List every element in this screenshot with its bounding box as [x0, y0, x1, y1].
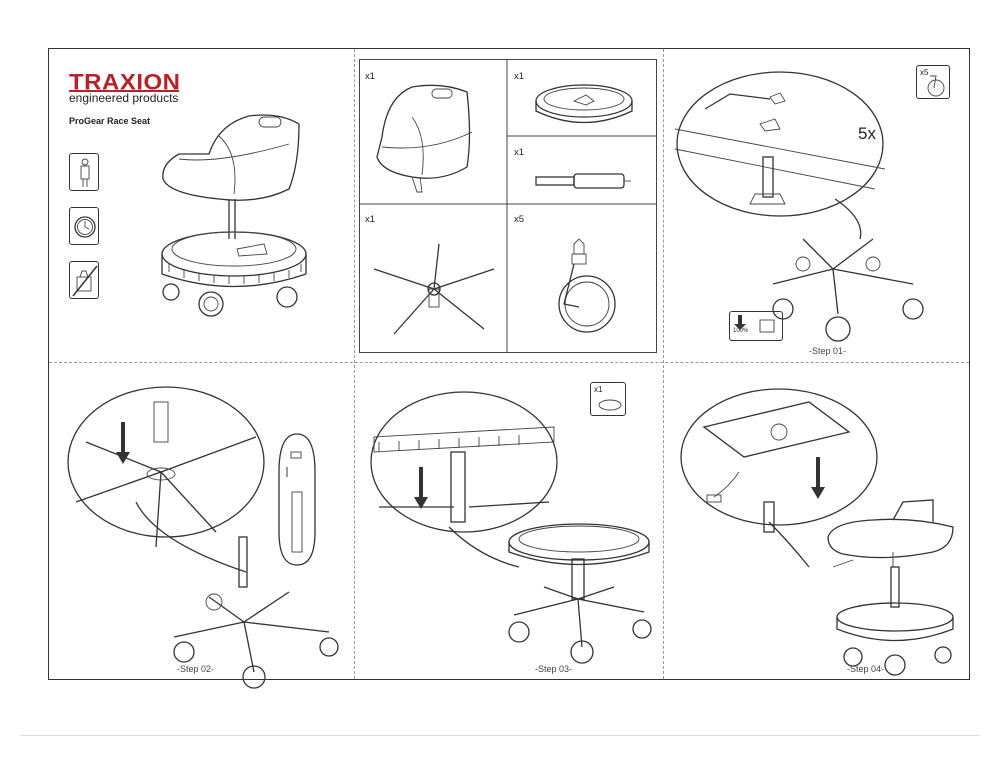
parts-grid [359, 59, 657, 353]
divider [49, 362, 969, 363]
page-bottom-rule [20, 735, 980, 736]
callout-multiplier: 5x [858, 124, 876, 143]
instruction-sheet: TRAXION engineered products ProGear Race… [48, 48, 971, 689]
step-02-callout [67, 386, 265, 573]
step-04-base-assembly [836, 566, 954, 676]
seat-part-illustration [376, 84, 473, 193]
part-qty: x1 [514, 71, 525, 82]
step-02-label: -Step 02- [177, 664, 215, 674]
product-name: ProGear Race Seat [69, 116, 151, 126]
caster-part-illustration [558, 238, 616, 333]
clock-icon [69, 207, 99, 245]
step-04-panel: -Step 04- [663, 362, 971, 681]
cylinder-part-illustration [535, 173, 631, 189]
brand-panel: TRAXION engineered products ProGear Race… [49, 49, 354, 362]
divider [354, 49, 355, 679]
step-02-base-assembly [173, 536, 339, 689]
brand-underline [69, 90, 179, 92]
brand-tagline: engineered products [69, 91, 179, 105]
part-qty: x1 [514, 147, 525, 158]
divider [663, 49, 664, 679]
part-qty: x5 [514, 214, 525, 225]
step-03-label: -Step 03- [535, 664, 573, 674]
step-02-panel: -Step 02- [49, 362, 354, 689]
step-04-seat [827, 499, 954, 568]
step-01-callout [674, 71, 886, 240]
caster-count-badge: x5 [916, 65, 950, 99]
part-qty: x1 [365, 214, 376, 225]
person-icon [69, 153, 99, 191]
badge-qty: x5 [920, 68, 929, 77]
step-02-cylinder-detail [278, 433, 316, 566]
parts-panel: x1 x1 x1 x1 x5 [354, 49, 663, 362]
step-04-callout [680, 388, 878, 568]
press-force-icon: 100% [729, 311, 783, 341]
assembled-seat-illustration [161, 114, 307, 317]
force-label: 100% [733, 328, 749, 334]
step-01-label: -Step 01- [809, 346, 847, 356]
step-03-callout [370, 391, 558, 568]
part-qty: x1 [365, 71, 376, 82]
tray-count-badge: x1 [590, 382, 626, 416]
step-03-assembly [508, 523, 652, 664]
step-01-panel: x5 5x 100% -Step 01- [663, 49, 971, 362]
base-part-illustration [373, 243, 495, 335]
parts-grid-lines [359, 59, 657, 353]
step-01-base-with-casters [772, 238, 924, 342]
no-tools-icon [69, 261, 99, 299]
tray-part-illustration [535, 84, 633, 124]
badge-qty: x1 [594, 385, 603, 394]
step-04-label: -Step 04- [847, 664, 885, 674]
step-03-panel: x1 -Step 03- [354, 362, 663, 681]
